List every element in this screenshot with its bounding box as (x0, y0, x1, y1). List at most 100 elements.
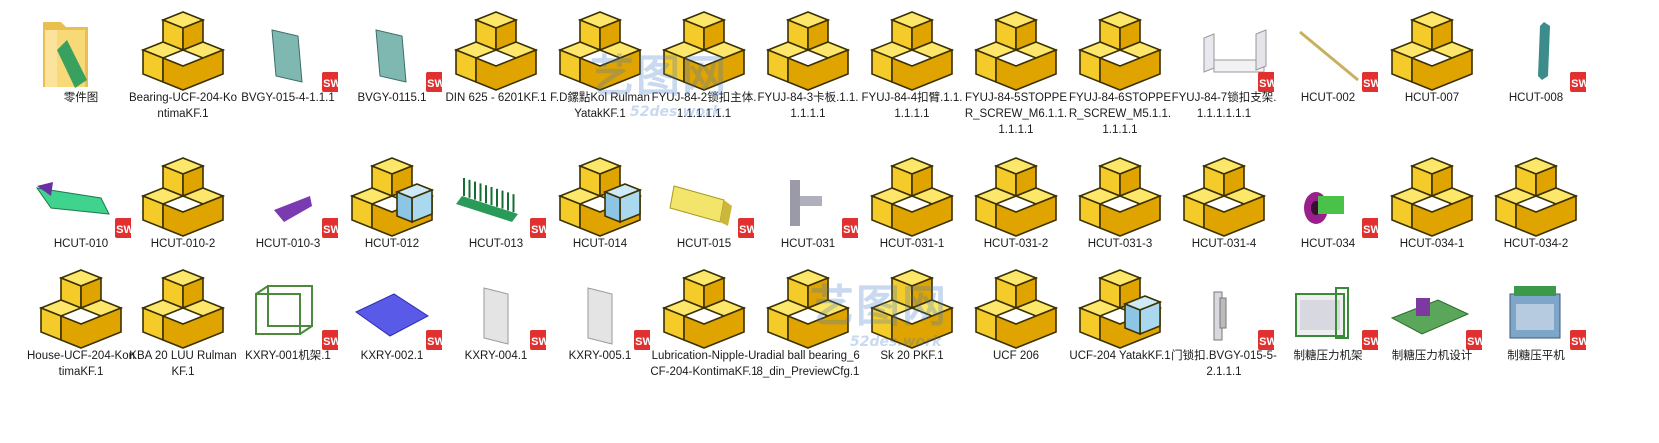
file-name: KXRY-004.1 (464, 350, 528, 362)
file-name: HCUT-010-3 (255, 238, 321, 250)
part-icon (1174, 156, 1274, 237)
file-name: F.D鏍點Kol Rulman YatakKF.1 (550, 92, 650, 120)
part-icon (966, 156, 1066, 237)
svg-text:SW: SW (1259, 78, 1274, 90)
sw-badge: SW (1258, 72, 1278, 92)
part-icon (758, 10, 858, 91)
file-name: Sk 20 PKF.1 (880, 350, 944, 362)
sw-press-icon: SW (1382, 268, 1486, 350)
sw-badge: SW (1362, 218, 1382, 238)
svg-text:SW: SW (531, 224, 546, 236)
sw-bracket-grey-icon: SW (758, 156, 862, 238)
file-name: 制糖压平机 (1507, 350, 1565, 362)
file-name: 零件图 (63, 92, 99, 104)
sw-plate-teal-icon: SW (342, 10, 446, 92)
file-name: FYUJ-84-5STOPPER_SCREW_M6.1.1.1.1.1.1 (964, 92, 1068, 136)
part-icon (550, 10, 650, 91)
sw-badge: SW (842, 218, 862, 238)
file-name: KXRY-002.1 (360, 350, 424, 362)
svg-text:SW: SW (1259, 336, 1274, 348)
sw-badge: SW (1466, 330, 1486, 350)
sw-badge: SW (426, 72, 446, 92)
file-name: HCUT-012 (364, 238, 420, 250)
part-icon (1382, 10, 1482, 91)
sw-badge: SW (115, 218, 135, 238)
file-name: DIN 625 - 6201KF.1 (445, 92, 547, 104)
sw-badge: SW (322, 330, 342, 350)
file-name: HCUT-031-3 (1087, 238, 1153, 250)
part-icon (654, 10, 754, 91)
part-icon (862, 268, 962, 349)
svg-text:SW: SW (116, 224, 131, 236)
part-icon (1486, 156, 1586, 237)
file-name: FYUJ-84-6STOPPER_SCREW_M5.1.1.1.1.1.1 (1068, 92, 1172, 136)
sw-badge: SW (426, 330, 446, 350)
svg-text:SW: SW (739, 224, 754, 236)
file-name: HCUT-010-2 (150, 238, 216, 250)
svg-text:SW: SW (1571, 336, 1586, 348)
svg-text:SW: SW (1363, 336, 1378, 348)
part-icon (31, 268, 131, 349)
file-name: FYUJ-84-7锁扣支架.1.1.1.1.1.1 (1171, 92, 1277, 120)
file-name: UCF-204 YatakKF.1 (1069, 350, 1171, 362)
sw-plate-teal-icon: SW (238, 10, 342, 92)
file-name: HCUT-015 (676, 238, 732, 250)
part-icon (862, 156, 962, 237)
sw-badge: SW (322, 72, 342, 92)
sw-badge: SW (634, 330, 654, 350)
part-icon (446, 10, 546, 91)
file-name: HCUT-031-2 (983, 238, 1049, 250)
file-name: FYUJ-84-3卡板.1.1.1.1.1.1 (757, 92, 859, 120)
part-blue-icon (550, 156, 650, 237)
part-icon (1070, 10, 1170, 91)
file-name: HCUT-034 (1300, 238, 1356, 250)
svg-text:SW: SW (1571, 78, 1586, 90)
sw-flattener-icon: SW (1486, 268, 1590, 350)
svg-text:SW: SW (843, 224, 858, 236)
sw-pin-icon: SW (1278, 10, 1382, 92)
sw-machine-icon: SW (1278, 268, 1382, 350)
part-icon (133, 156, 233, 237)
sw-comb-icon: SW (446, 156, 550, 238)
svg-text:SW: SW (635, 336, 650, 348)
part-icon (758, 268, 858, 349)
file-name: KXRY-001机架.1 (245, 350, 331, 362)
svg-text:SW: SW (323, 336, 338, 348)
sw-badge: SW (1570, 72, 1590, 92)
file-name: HCUT-031-4 (1191, 238, 1257, 250)
file-name: Lubrication-Nipple-UCF-204-KontimaKF.1 (650, 350, 758, 378)
sw-badge: SW (530, 330, 550, 350)
file-name: HCUT-034-1 (1399, 238, 1465, 250)
file-name: FYUJ-84-2锁扣主体.1.1.1.1.1.1 (651, 92, 757, 120)
part-icon (966, 268, 1066, 349)
file-name: HCUT-031 (780, 238, 836, 250)
file-name: BVGY-015-4-1.1.1 (241, 92, 335, 104)
part-blue-icon (1070, 268, 1170, 349)
sw-badge: SW (322, 218, 342, 238)
file-name: 制糖压力机架 (1293, 350, 1363, 362)
sw-badge: SW (1362, 72, 1382, 92)
part-icon (1382, 156, 1482, 237)
sw-door-icon: SW (550, 268, 654, 350)
sw-badge: SW (1258, 330, 1278, 350)
svg-text:SW: SW (1363, 78, 1378, 90)
file-name: FYUJ-84-4扣臂.1.1.1.1.1.1 (861, 92, 963, 120)
sw-frame-icon: SW (238, 268, 342, 350)
folder-icon (31, 10, 131, 90)
file-name: 门锁扣.BVGY-015-5-2.1.1.1 (1171, 350, 1277, 378)
sw-badge: SW (1362, 330, 1382, 350)
sw-door-icon: SW (446, 268, 550, 350)
part-blue-icon (342, 156, 442, 237)
file-name: HCUT-002 (1300, 92, 1356, 104)
part-icon (862, 10, 962, 91)
svg-text:SW: SW (1363, 224, 1378, 236)
sw-arm-icon: SW (31, 156, 135, 238)
file-name: radial ball bearing_68_din_PreviewCfg.1 (756, 350, 860, 378)
part-icon (1070, 156, 1170, 237)
svg-text:SW: SW (427, 78, 442, 90)
sw-bracket-icon: SW (1174, 10, 1278, 92)
sw-blue-plate-icon: SW (342, 268, 446, 350)
svg-text:SW: SW (427, 336, 442, 348)
sw-mesh-icon: SW (654, 156, 758, 238)
part-icon (133, 268, 233, 349)
